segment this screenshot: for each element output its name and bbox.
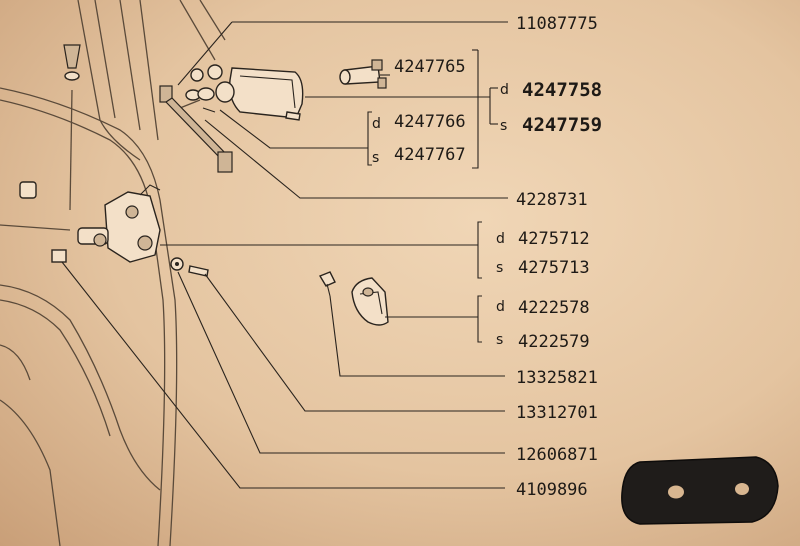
- part-number-label: 4247766: [394, 112, 466, 132]
- part-number-label: 13312701: [516, 403, 598, 423]
- side-marker: d: [496, 231, 505, 247]
- side-marker: s: [500, 118, 507, 134]
- part-number-label: 13325821: [516, 368, 598, 388]
- knob-rod: [63, 44, 81, 81]
- part-number-label: 4109896: [516, 480, 588, 500]
- part-labels: 11087775 4247765 d 4247758 s 4247759 d 4…: [372, 14, 602, 500]
- washer-screw: [170, 257, 209, 277]
- part-number-label: 4247767: [394, 145, 466, 165]
- part-number-label: 4247759: [522, 114, 602, 136]
- part-number-label: 4247758: [522, 79, 602, 101]
- part-number-label: 4247765: [394, 57, 466, 77]
- gasket-hole: [668, 485, 684, 499]
- part-number-label: 4222578: [518, 298, 590, 318]
- rubber-gasket: [621, 456, 779, 525]
- leader-lines: [61, 21, 508, 489]
- side-marker: d: [372, 116, 381, 132]
- door-lock-mechanism: [77, 184, 161, 263]
- side-marker: d: [500, 82, 509, 98]
- striker-plate: [318, 271, 389, 326]
- part-number-label: 11087775: [516, 14, 598, 34]
- part-number-label: 4228731: [516, 190, 588, 210]
- side-marker: s: [496, 260, 503, 276]
- part-number-label: 4275712: [518, 229, 590, 249]
- part-number-label: 4222579: [518, 332, 590, 352]
- part-number-label: 4275713: [518, 258, 590, 278]
- part-number-label: 12606871: [516, 445, 598, 465]
- side-marker: s: [496, 332, 503, 348]
- inner-rod: [159, 85, 233, 173]
- side-marker: d: [496, 299, 505, 315]
- door-outline: [0, 0, 226, 546]
- side-marker: s: [372, 150, 379, 166]
- clip-left: [19, 181, 67, 263]
- key-cylinder: [339, 59, 387, 89]
- gasket-hole: [735, 483, 749, 495]
- door-handle: [185, 64, 304, 121]
